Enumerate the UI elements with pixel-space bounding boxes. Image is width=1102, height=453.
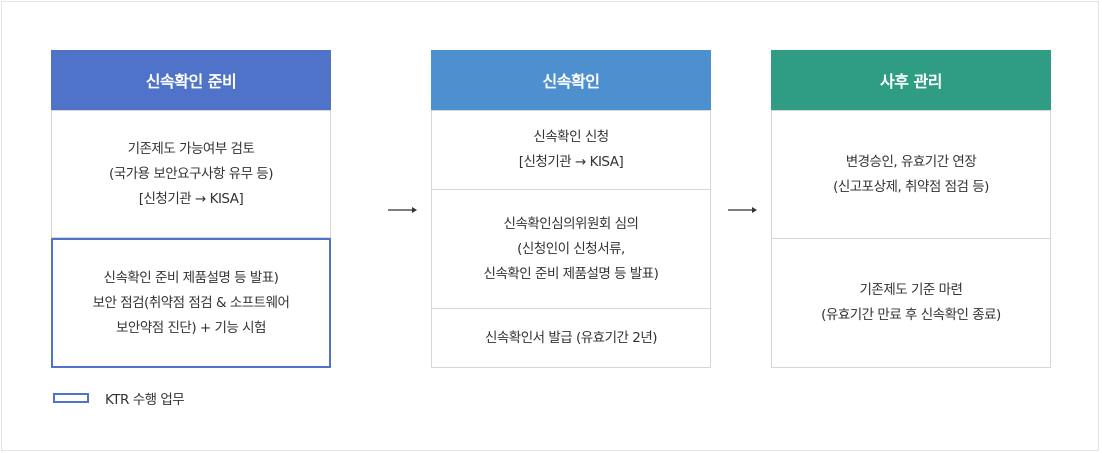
step-box-standard-preparation: 기존제도 기준 마련 (유효기간 만료 후 신속확인 종료) — [771, 238, 1051, 368]
step-box-change-approval: 변경승인, 유효기간 연장 (신고포상제, 취약점 점검 등) — [771, 110, 1051, 239]
step-line: 신속확인서 발급 (유효기간 2년) — [484, 329, 658, 346]
step-line: 신속확인 신청 — [533, 129, 609, 145]
legend: KTR 수행 업무 — [53, 388, 185, 408]
step-line: 기존제도 기준 마련 — [859, 282, 963, 298]
step-line: [신청기관 → KISA] — [138, 190, 244, 207]
step-line: (국가용 보안요구사항 유무 등) — [109, 165, 273, 182]
step-line: 변경승인, 유효기간 연장 — [845, 153, 977, 170]
step-box-ktr-security-check: 신속확인 준비 제품설명 등 발표) 보안 점검(취약점 점검 & 소프트웨어 … — [51, 238, 331, 368]
step-line: 신속확인 준비 제품설명 등 발표) — [103, 269, 279, 286]
step-box-committee-review: 신속확인심의위원회 심의 (신청인이 신청서류, 신속확인 준비 제품설명 등 … — [431, 189, 711, 309]
step-line: 신속확인심의위원회 심의 — [503, 215, 639, 232]
column-title: 신속확인 — [542, 72, 600, 91]
column-header-preparation: 신속확인 준비 — [51, 50, 331, 110]
legend-label: KTR 수행 업무 — [105, 392, 185, 408]
column-preparation: 신속확인 준비 — [51, 50, 331, 110]
column-header-confirmation: 신속확인 — [431, 50, 711, 110]
step-box-application: 신속확인 신청 [신청기관 → KISA] — [431, 110, 711, 190]
step-line: (신고포상제, 취약점 점검 등) — [833, 178, 989, 195]
step-box-issuance: 신속확인서 발급 (유효기간 2년) — [431, 308, 711, 368]
arrow-right-icon — [728, 207, 757, 213]
column-confirmation: 신속확인 — [431, 50, 711, 110]
step-line: 기존제도 가능여부 검토 — [127, 140, 255, 157]
step-line: 신속확인 준비 제품설명 등 발표) — [483, 265, 659, 282]
legend-swatch — [53, 393, 89, 403]
column-post-management: 사후 관리 — [771, 50, 1051, 110]
column-header-post-management: 사후 관리 — [771, 50, 1051, 110]
step-line: 보안 점검(취약점 점검 & 소프트웨어 — [92, 294, 290, 311]
step-line: 보안약점 진단) + 기능 시험 — [116, 319, 266, 336]
step-line: (신청인이 신청서류, — [517, 240, 625, 257]
column-title: 사후 관리 — [880, 72, 942, 91]
arrow-right-icon — [388, 207, 417, 213]
step-line: (유효기간 만료 후 신속확인 종료) — [821, 307, 1001, 323]
step-line: [신청기관 → KISA] — [518, 154, 624, 170]
column-title: 신속확인 준비 — [145, 72, 237, 91]
step-box-review: 기존제도 가능여부 검토 (국가용 보안요구사항 유무 등) [신청기관 → K… — [51, 110, 331, 238]
